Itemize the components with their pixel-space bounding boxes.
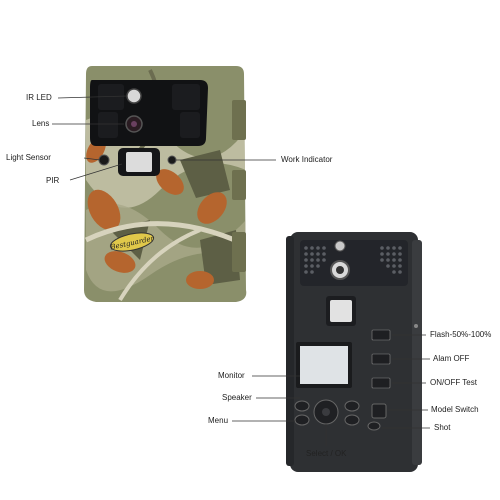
label-flash: Flash-50%-100% xyxy=(430,330,492,339)
label-monitor: Monitor xyxy=(218,371,245,380)
light-sensor-icon xyxy=(98,154,110,166)
label-light-sensor: Light Sensor xyxy=(6,153,51,162)
pir-sensor-icon xyxy=(126,152,152,172)
label-alarm: Alam OFF xyxy=(433,354,470,363)
label-ir-led: IR LED xyxy=(26,93,52,102)
label-menu: Menu xyxy=(208,416,229,425)
label-speaker: Speaker xyxy=(222,393,252,402)
on-off-test-switch[interactable] xyxy=(371,377,391,389)
label-model-switch: Model Switch xyxy=(431,405,479,414)
ir-led-icon xyxy=(126,88,142,104)
flash-switch[interactable] xyxy=(371,329,391,341)
label-work-indicator: Work Indicator xyxy=(281,155,333,164)
work-indicator-light-icon xyxy=(167,155,177,165)
leader-lines xyxy=(52,95,430,446)
ir-led-panel-right xyxy=(172,84,200,110)
label-select-ok: Select / OK xyxy=(306,449,347,458)
front-camera: Bestguarder xyxy=(84,66,247,302)
monitor-screen xyxy=(300,346,348,384)
ir-led-panel-left xyxy=(98,84,124,110)
label-shot: Shot xyxy=(434,423,451,432)
label-on-off-test: ON/OFF Test xyxy=(430,378,477,387)
menu-button[interactable] xyxy=(294,414,310,426)
model-switch[interactable] xyxy=(371,403,387,419)
alarm-switch[interactable] xyxy=(371,353,391,365)
label-lens: Lens xyxy=(32,119,50,128)
shot-button[interactable] xyxy=(367,421,381,431)
back-camera xyxy=(286,232,422,472)
label-pir: PIR xyxy=(46,176,60,185)
